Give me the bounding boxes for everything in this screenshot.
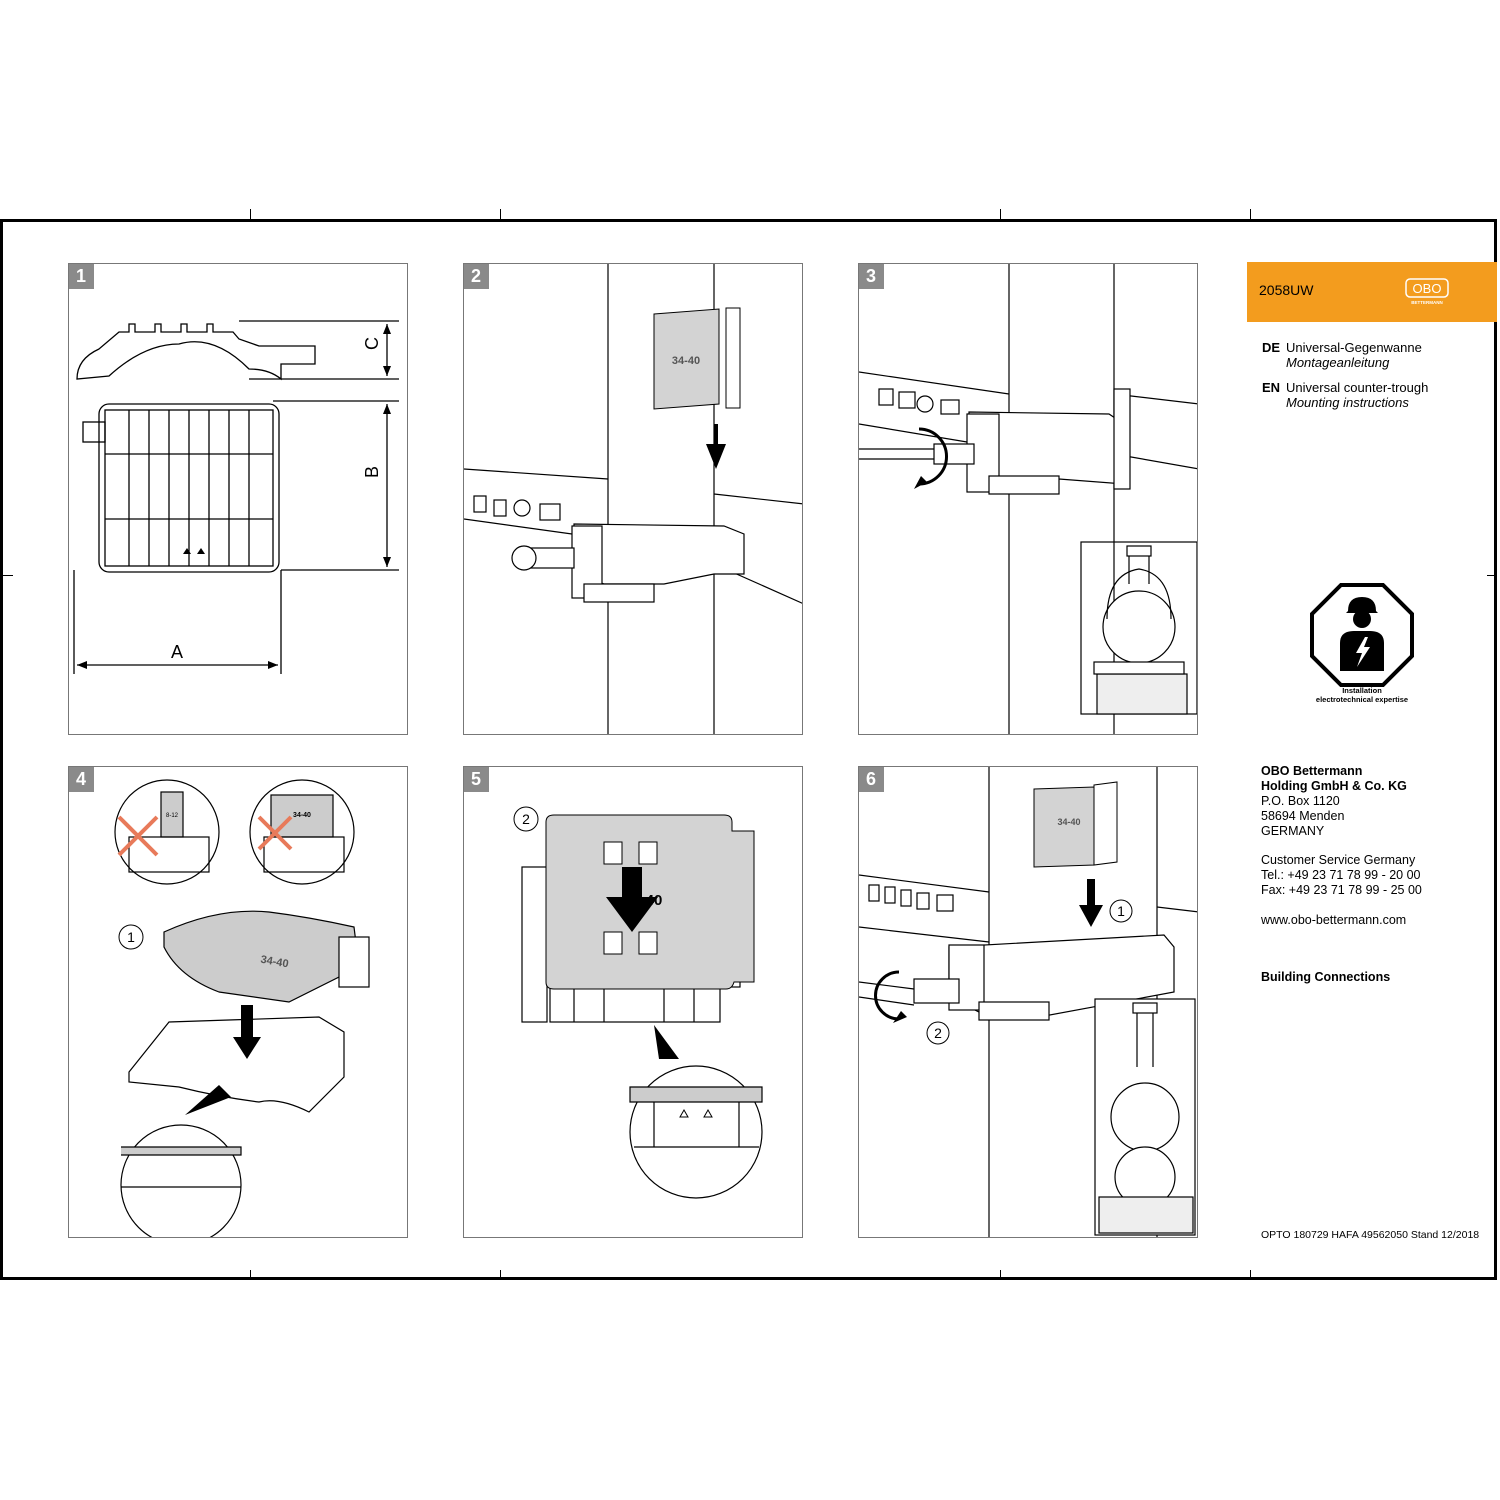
fold-mark	[1250, 1270, 1251, 1280]
subtitle-en: Mounting instructions	[1286, 395, 1409, 410]
company-address: OBO Bettermann Holding GmbH & Co. KG P.O…	[1261, 764, 1407, 839]
product-category: Building Connections	[1261, 970, 1391, 984]
dimension-drawing: C B A	[73, 320, 399, 674]
tel: Tel.: +49 23 71 78 99 - 20 00	[1261, 868, 1421, 882]
step-number: 6	[859, 767, 884, 792]
callout-number: 2	[522, 811, 530, 827]
svg-text:BETTERMANN: BETTERMANN	[1411, 300, 1443, 305]
size-tag-part: 34-40	[260, 954, 290, 971]
city: 58694 Menden	[1261, 809, 1345, 823]
fold-mark	[500, 209, 501, 219]
step-number: 4	[69, 767, 94, 792]
fold-mark	[250, 209, 251, 219]
header-bar: 2058UW OBO BETTERMANN	[1247, 262, 1497, 322]
company-name-2: Holding GmbH & Co. KG	[1261, 779, 1407, 793]
product-code: 2058UW	[1259, 282, 1314, 298]
final-mounting-drawing: 34-40 1 2	[859, 767, 1197, 1237]
size-tag: 34-40	[672, 355, 700, 367]
fold-mark	[250, 1270, 251, 1280]
assembly-drawing: 1 8-12 34-40 34-40	[114, 779, 370, 1237]
dimension-label-a: A	[171, 642, 183, 662]
callout-number: 1	[127, 929, 135, 945]
service-label: Customer Service Germany	[1261, 853, 1416, 867]
fold-mark	[1000, 209, 1001, 219]
fold-mark	[1000, 1270, 1001, 1280]
fax: Fax: +49 23 71 78 99 - 25 00	[1261, 883, 1422, 897]
callout-number-2: 2	[934, 1025, 942, 1041]
subtitle-de: Montageanleitung	[1286, 355, 1390, 370]
fold-mark	[500, 1270, 501, 1280]
callout-number-1: 1	[1117, 903, 1125, 919]
safety-caption: Installation electrotechnical expertise	[1315, 686, 1409, 704]
tightening-drawing	[859, 264, 1197, 734]
alignment-drawing: 2 40	[513, 806, 763, 1199]
fold-mark	[1487, 575, 1497, 576]
installer-electrician-icon	[1310, 583, 1414, 687]
step-number: 2	[464, 264, 489, 289]
contact-block: Customer Service Germany Tel.: +49 23 71…	[1261, 853, 1422, 928]
fold-mark	[1250, 209, 1251, 219]
step-3-panel: 3	[858, 263, 1198, 735]
fold-mark	[3, 575, 13, 576]
dimension-label-c: C	[362, 337, 382, 350]
country: GERMANY	[1261, 824, 1325, 838]
mounting-drawing: 34-40	[464, 264, 802, 734]
step-5-panel: 5 2 40	[463, 766, 803, 1238]
step-2-panel: 2 34-40	[463, 263, 803, 735]
document-reference: OPTO 180729 HAFA 49562050 Stand 12/2018	[1261, 1229, 1480, 1241]
step-1-panel: 1 C B A	[68, 263, 408, 735]
step-number: 3	[859, 264, 884, 289]
step-6-panel: 6 34-40 1 2	[858, 766, 1198, 1238]
step-number: 5	[464, 767, 489, 792]
obo-logo: OBO BETTERMANN	[1405, 278, 1449, 305]
website-link[interactable]: www.obo-bettermann.com	[1261, 913, 1407, 927]
title-de: Universal-Gegenwanne	[1286, 340, 1422, 355]
size-tag: 40	[646, 892, 663, 909]
step-4-panel: 4 1 8-12 34-40 34-40	[68, 766, 408, 1238]
po-box: P.O. Box 1120	[1261, 794, 1340, 808]
size-tag-left: 8-12	[166, 813, 179, 819]
step-number: 1	[69, 264, 94, 289]
title-en: Universal counter-trough	[1286, 380, 1429, 395]
company-name: OBO Bettermann	[1261, 764, 1363, 778]
size-tag-right: 34-40	[293, 812, 311, 819]
size-tag: 34-40	[1057, 817, 1080, 827]
dimension-label-b: B	[362, 466, 382, 478]
svg-text:OBO: OBO	[1413, 281, 1442, 296]
